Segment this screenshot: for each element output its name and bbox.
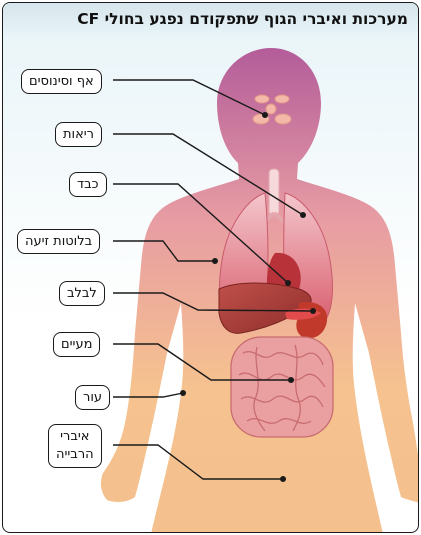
- label-lungs: ריאות: [55, 122, 102, 147]
- intestines-organ: [231, 337, 333, 437]
- label-reproductive-organs: איברי הרבייה: [48, 424, 102, 468]
- label-liver: כבד: [69, 172, 107, 197]
- label-intestines: מעיים: [53, 332, 100, 357]
- label-reproductive-line1: איברי: [56, 428, 94, 446]
- label-nose-sinuses: אף וסינוסים: [21, 69, 102, 94]
- label-sweat-glands: בלוטות זיעה: [17, 229, 100, 254]
- label-pancreas: לבלב: [59, 281, 105, 306]
- label-reproductive-line2: הרבייה: [56, 446, 94, 464]
- label-skin: עור: [75, 385, 110, 410]
